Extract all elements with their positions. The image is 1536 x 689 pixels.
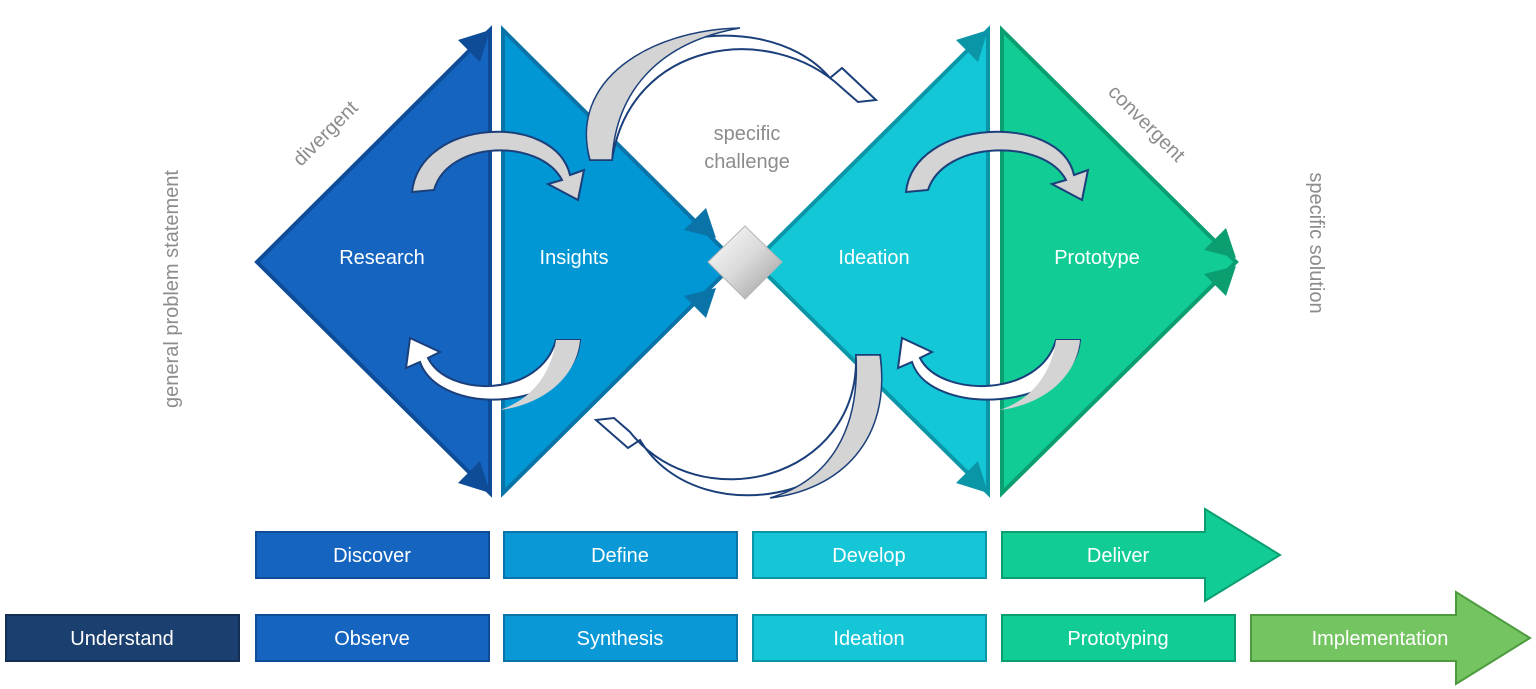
- cycle-arrow-top-right: [904, 130, 1090, 202]
- label-specific-solution: specific solution: [1305, 172, 1327, 313]
- cycle-arrow-bottom-left-shade: [500, 340, 580, 410]
- phase-label-research: Research: [339, 247, 425, 269]
- s-curve-arrow-bottom: [593, 354, 883, 497]
- arrowhead-prototype-right-top: [1204, 228, 1236, 258]
- arrowhead-ideation-top: [956, 30, 988, 62]
- label-general-problem: general problem statement: [161, 170, 183, 408]
- arrowhead-prototype-right-bottom: [1204, 266, 1236, 296]
- s-curve-arrow-bottom-shade: [769, 354, 883, 499]
- s-curve-arrow-top-shade: [585, 27, 741, 161]
- row2-label-synthesis: Synthesis: [577, 628, 664, 650]
- label-divergent: divergent: [289, 97, 363, 171]
- cycle-arrow-top-left: [410, 130, 586, 202]
- row1-box-discover: [255, 531, 490, 579]
- phase-label-ideation: Ideation: [838, 247, 909, 269]
- row1-label-deliver: Deliver: [1087, 545, 1150, 567]
- row1-arrow-deliver: [1001, 507, 1282, 603]
- arrowhead-insights-right-bottom: [684, 288, 716, 318]
- row2-box-ideation: [752, 614, 987, 662]
- row2-box-understand: [5, 614, 240, 662]
- arrowhead-research-top: [458, 30, 490, 62]
- cycle-arrow-bottom-right-shade: [1000, 340, 1080, 410]
- row2-label-implementation: Implementation: [1312, 628, 1449, 650]
- label-specific-line1: specific: [714, 123, 781, 145]
- label-specific-line2: challenge: [704, 151, 790, 173]
- arrowhead-insights-right-top: [684, 208, 716, 238]
- arrowhead-research-bottom: [458, 461, 490, 493]
- row2-label-prototyping: Prototyping: [1067, 628, 1168, 650]
- row2-label-ideation: Ideation: [833, 628, 904, 650]
- row1-box-develop: [752, 531, 987, 579]
- arrowhead-ideation-bottom: [956, 461, 988, 493]
- row1-label-discover: Discover: [333, 545, 411, 567]
- row1-label-define: Define: [591, 545, 649, 567]
- row2-box-observe: [255, 614, 490, 662]
- row1-label-develop: Develop: [832, 545, 905, 567]
- phase-label-insights: Insights: [540, 247, 609, 269]
- row2-arrow-implementation: [1250, 590, 1532, 686]
- row1-box-define: [503, 531, 738, 579]
- row2-label-observe: Observe: [334, 628, 410, 650]
- specific-challenge-gem: [707, 225, 783, 300]
- row2-label-understand: Understand: [70, 628, 173, 650]
- row2-box-synthesis: [503, 614, 738, 662]
- phase-label-prototype: Prototype: [1054, 247, 1140, 269]
- row2-box-prototyping: [1001, 614, 1236, 662]
